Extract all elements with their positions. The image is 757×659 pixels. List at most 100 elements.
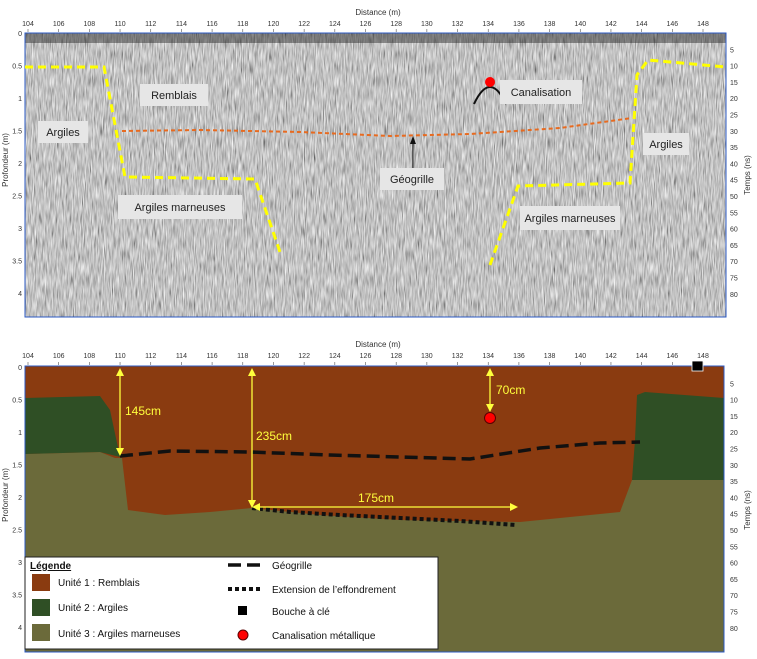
legend-unit2: Unité 2 : Argiles	[58, 603, 128, 614]
time-tick-label: 55	[730, 210, 738, 217]
depth-tick-label: 0	[18, 365, 22, 372]
x-tick-label: 106	[53, 353, 65, 360]
x-tick-label: 120	[268, 353, 280, 360]
time-tick-label: 65	[730, 577, 738, 584]
radargram-image	[25, 33, 726, 317]
x-tick-label: 130	[421, 353, 433, 360]
legend-extension: Extension de l’effondrement	[272, 585, 396, 596]
radargram-interface-left	[25, 65, 282, 253]
legend-swatch-argiles	[32, 599, 50, 616]
x-tick-label: 108	[84, 21, 96, 28]
depth-tick-label: 1.5	[12, 129, 22, 136]
svg-text:Géogrille: Géogrille	[390, 174, 434, 186]
radargram-time-axis-label: Temps (ns)	[743, 155, 752, 195]
x-tick-label: 122	[298, 21, 310, 28]
time-tick-label: 75	[730, 276, 738, 283]
time-tick-label: 80	[730, 626, 738, 633]
unit-argiles-left-area	[25, 396, 120, 457]
time-tick-label: 60	[730, 227, 738, 234]
time-tick-label: 25	[730, 447, 738, 454]
legend-symbol-bouche	[238, 606, 247, 615]
legend-unit1: Unité 1 : Remblais	[58, 578, 140, 589]
x-tick-label: 136	[513, 21, 525, 28]
time-tick-label: 50	[730, 194, 738, 201]
time-tick-label: 50	[730, 528, 738, 535]
depth-tick-label: 1.5	[12, 463, 22, 470]
time-tick-label: 20	[730, 96, 738, 103]
measure-70cm-label: 70cm	[496, 383, 525, 397]
depth-tick-label: 3.5	[12, 593, 22, 600]
x-tick-label: 128	[390, 21, 402, 28]
time-tick-label: 75	[730, 610, 738, 617]
x-tick-label: 124	[329, 21, 341, 28]
legend-bouche: Bouche à clé	[272, 607, 330, 618]
time-tick-label: 40	[730, 495, 738, 502]
x-tick-label: 104	[22, 21, 34, 28]
radargram-y-axis-label: Profondeur (m)	[1, 133, 10, 187]
label-marneuses-right: Argiles marneuses	[520, 206, 620, 230]
x-tick-label: 132	[452, 21, 464, 28]
x-tick-label: 120	[268, 21, 280, 28]
legend-swatch-remblais	[32, 574, 50, 591]
radargram-canalisation-marker	[485, 77, 495, 87]
x-tick-label: 122	[298, 353, 310, 360]
time-tick-label: 65	[730, 243, 738, 250]
time-tick-label: 5	[730, 47, 734, 54]
x-tick-label: 126	[360, 21, 372, 28]
svg-text:Canalisation: Canalisation	[511, 87, 572, 99]
time-tick-label: 60	[730, 561, 738, 568]
depth-tick-label: 2.5	[12, 194, 22, 201]
depth-tick-label: 0	[18, 31, 22, 38]
x-tick-label: 140	[574, 353, 586, 360]
time-tick-label: 10	[730, 64, 738, 71]
time-tick-label: 55	[730, 544, 738, 551]
legend: Légende Unité 1 : Remblais Unité 2 : Arg…	[24, 556, 439, 650]
time-tick-label: 5	[730, 381, 734, 388]
measure-235cm-label: 235cm	[256, 429, 292, 443]
x-tick-label: 124	[329, 353, 341, 360]
depth-tick-label: 4	[18, 625, 22, 632]
x-tick-label: 148	[697, 353, 709, 360]
model-x-axis-label: Distance (m)	[355, 340, 401, 349]
depth-tick-label: 2	[18, 161, 22, 168]
time-tick-label: 15	[730, 80, 738, 87]
time-tick-label: 45	[730, 178, 738, 185]
x-tick-label: 118	[237, 353, 248, 360]
x-tick-label: 126	[360, 353, 372, 360]
label-remblais: Remblais	[140, 84, 208, 106]
time-tick-label: 10	[730, 398, 738, 405]
depth-tick-label: 0.5	[12, 64, 22, 71]
model-depth-ticks: 00.511.522.533.54	[12, 365, 22, 632]
model-frame	[24, 365, 725, 653]
geogrid-arrow-head	[410, 136, 416, 144]
depth-tick-label: 3.5	[12, 259, 22, 266]
x-tick-label: 112	[145, 21, 156, 28]
label-argiles-right: Argiles	[643, 133, 689, 155]
legend-title: Légende	[30, 561, 72, 572]
x-tick-label: 110	[114, 353, 125, 360]
time-tick-label: 35	[730, 479, 738, 486]
radargram-surface-band	[25, 33, 726, 43]
radargram-x-axis-label: Distance (m)	[355, 8, 401, 17]
time-tick-label: 70	[730, 593, 738, 600]
depth-tick-label: 1	[18, 430, 22, 437]
x-tick-label: 116	[207, 353, 218, 360]
x-tick-label: 144	[636, 353, 648, 360]
time-tick-label: 30	[730, 463, 738, 470]
model-canalisation-marker	[484, 412, 496, 424]
x-tick-label: 106	[53, 21, 65, 28]
legend-symbol-canalisation	[237, 629, 249, 641]
x-tick-label: 148	[697, 21, 709, 28]
time-tick-label: 15	[730, 414, 738, 421]
x-tick-label: 134	[482, 21, 494, 28]
measure-175cm-label: 175cm	[358, 491, 394, 505]
x-tick-label: 144	[636, 21, 648, 28]
time-tick-label: 70	[730, 259, 738, 266]
model-geogrid-line	[119, 440, 641, 461]
svg-text:Argiles marneuses: Argiles marneuses	[524, 213, 616, 225]
